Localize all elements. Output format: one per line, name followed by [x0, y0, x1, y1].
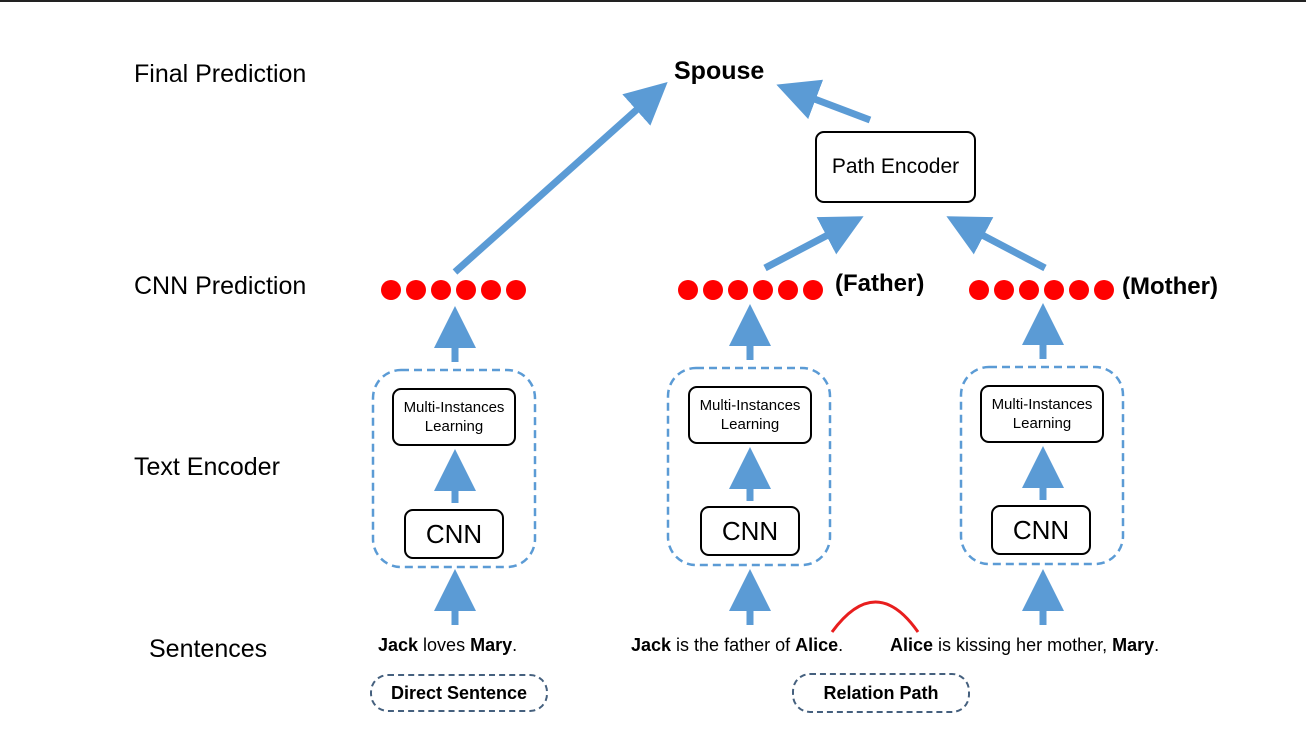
row-label-text-encoder: Text Encoder — [134, 453, 280, 481]
arrow-path-encoder-to-final — [776, 79, 872, 124]
sentence-text: loves — [418, 635, 471, 655]
entity-tail: Mary — [470, 635, 513, 655]
top-border-line — [0, 0, 1306, 2]
cnn-box-1: CNN — [404, 509, 504, 559]
entity-head: Jack — [631, 635, 672, 655]
mil-box-1: Multi-Instances Learning — [392, 388, 516, 446]
entity-tail: Alice — [795, 635, 839, 655]
final-prediction-label: Spouse — [674, 57, 765, 85]
arrow-mother-to-path-encoder — [946, 216, 1047, 272]
sentence-end: . — [1154, 635, 1160, 655]
sentence-text: is kissing her mother, — [933, 635, 1113, 655]
sentence-path-2: Alice is kissing her mother, Mary. — [890, 635, 1159, 656]
sentence-end: . — [512, 635, 518, 655]
relation-path-tag: Relation Path — [792, 673, 970, 713]
path-encoder-box: Path Encoder — [815, 131, 976, 203]
text-encoder-group-1 — [371, 368, 537, 569]
row-label-sentences: Sentences — [149, 635, 268, 663]
mil-box-2: Multi-Instances Learning — [688, 386, 812, 444]
row-label-final-prediction: Final Prediction — [134, 60, 307, 88]
mil-box-3: Multi-Instances Learning — [980, 385, 1104, 443]
text-encoder-group-3 — [959, 365, 1125, 566]
sentence-path-1: Jack is the father of Alice. — [631, 635, 843, 656]
prediction-dots-1 — [381, 280, 526, 300]
sentence-direct: Jack loves Mary. — [378, 635, 517, 656]
direct-sentence-tag: Direct Sentence — [370, 674, 548, 712]
entity-head: Alice — [890, 635, 934, 655]
arrow-father-to-path-encoder — [763, 216, 864, 272]
sentence-end: . — [838, 635, 844, 655]
entity-head: Jack — [378, 635, 419, 655]
relation-label-father: (Father) — [835, 270, 925, 297]
row-label-cnn-prediction: CNN Prediction — [134, 272, 307, 300]
text-encoder-group-2 — [666, 366, 832, 567]
arrow-direct-to-final — [452, 82, 668, 275]
prediction-dots-3 — [969, 280, 1114, 300]
relation-path-link — [830, 600, 920, 633]
cnn-box-2: CNN — [700, 506, 800, 556]
prediction-dots-2 — [678, 280, 823, 300]
entity-tail: Mary — [1112, 635, 1155, 655]
sentence-text: is the father of — [671, 635, 796, 655]
relation-label-mother: (Mother) — [1122, 273, 1218, 300]
cnn-box-3: CNN — [991, 505, 1091, 555]
